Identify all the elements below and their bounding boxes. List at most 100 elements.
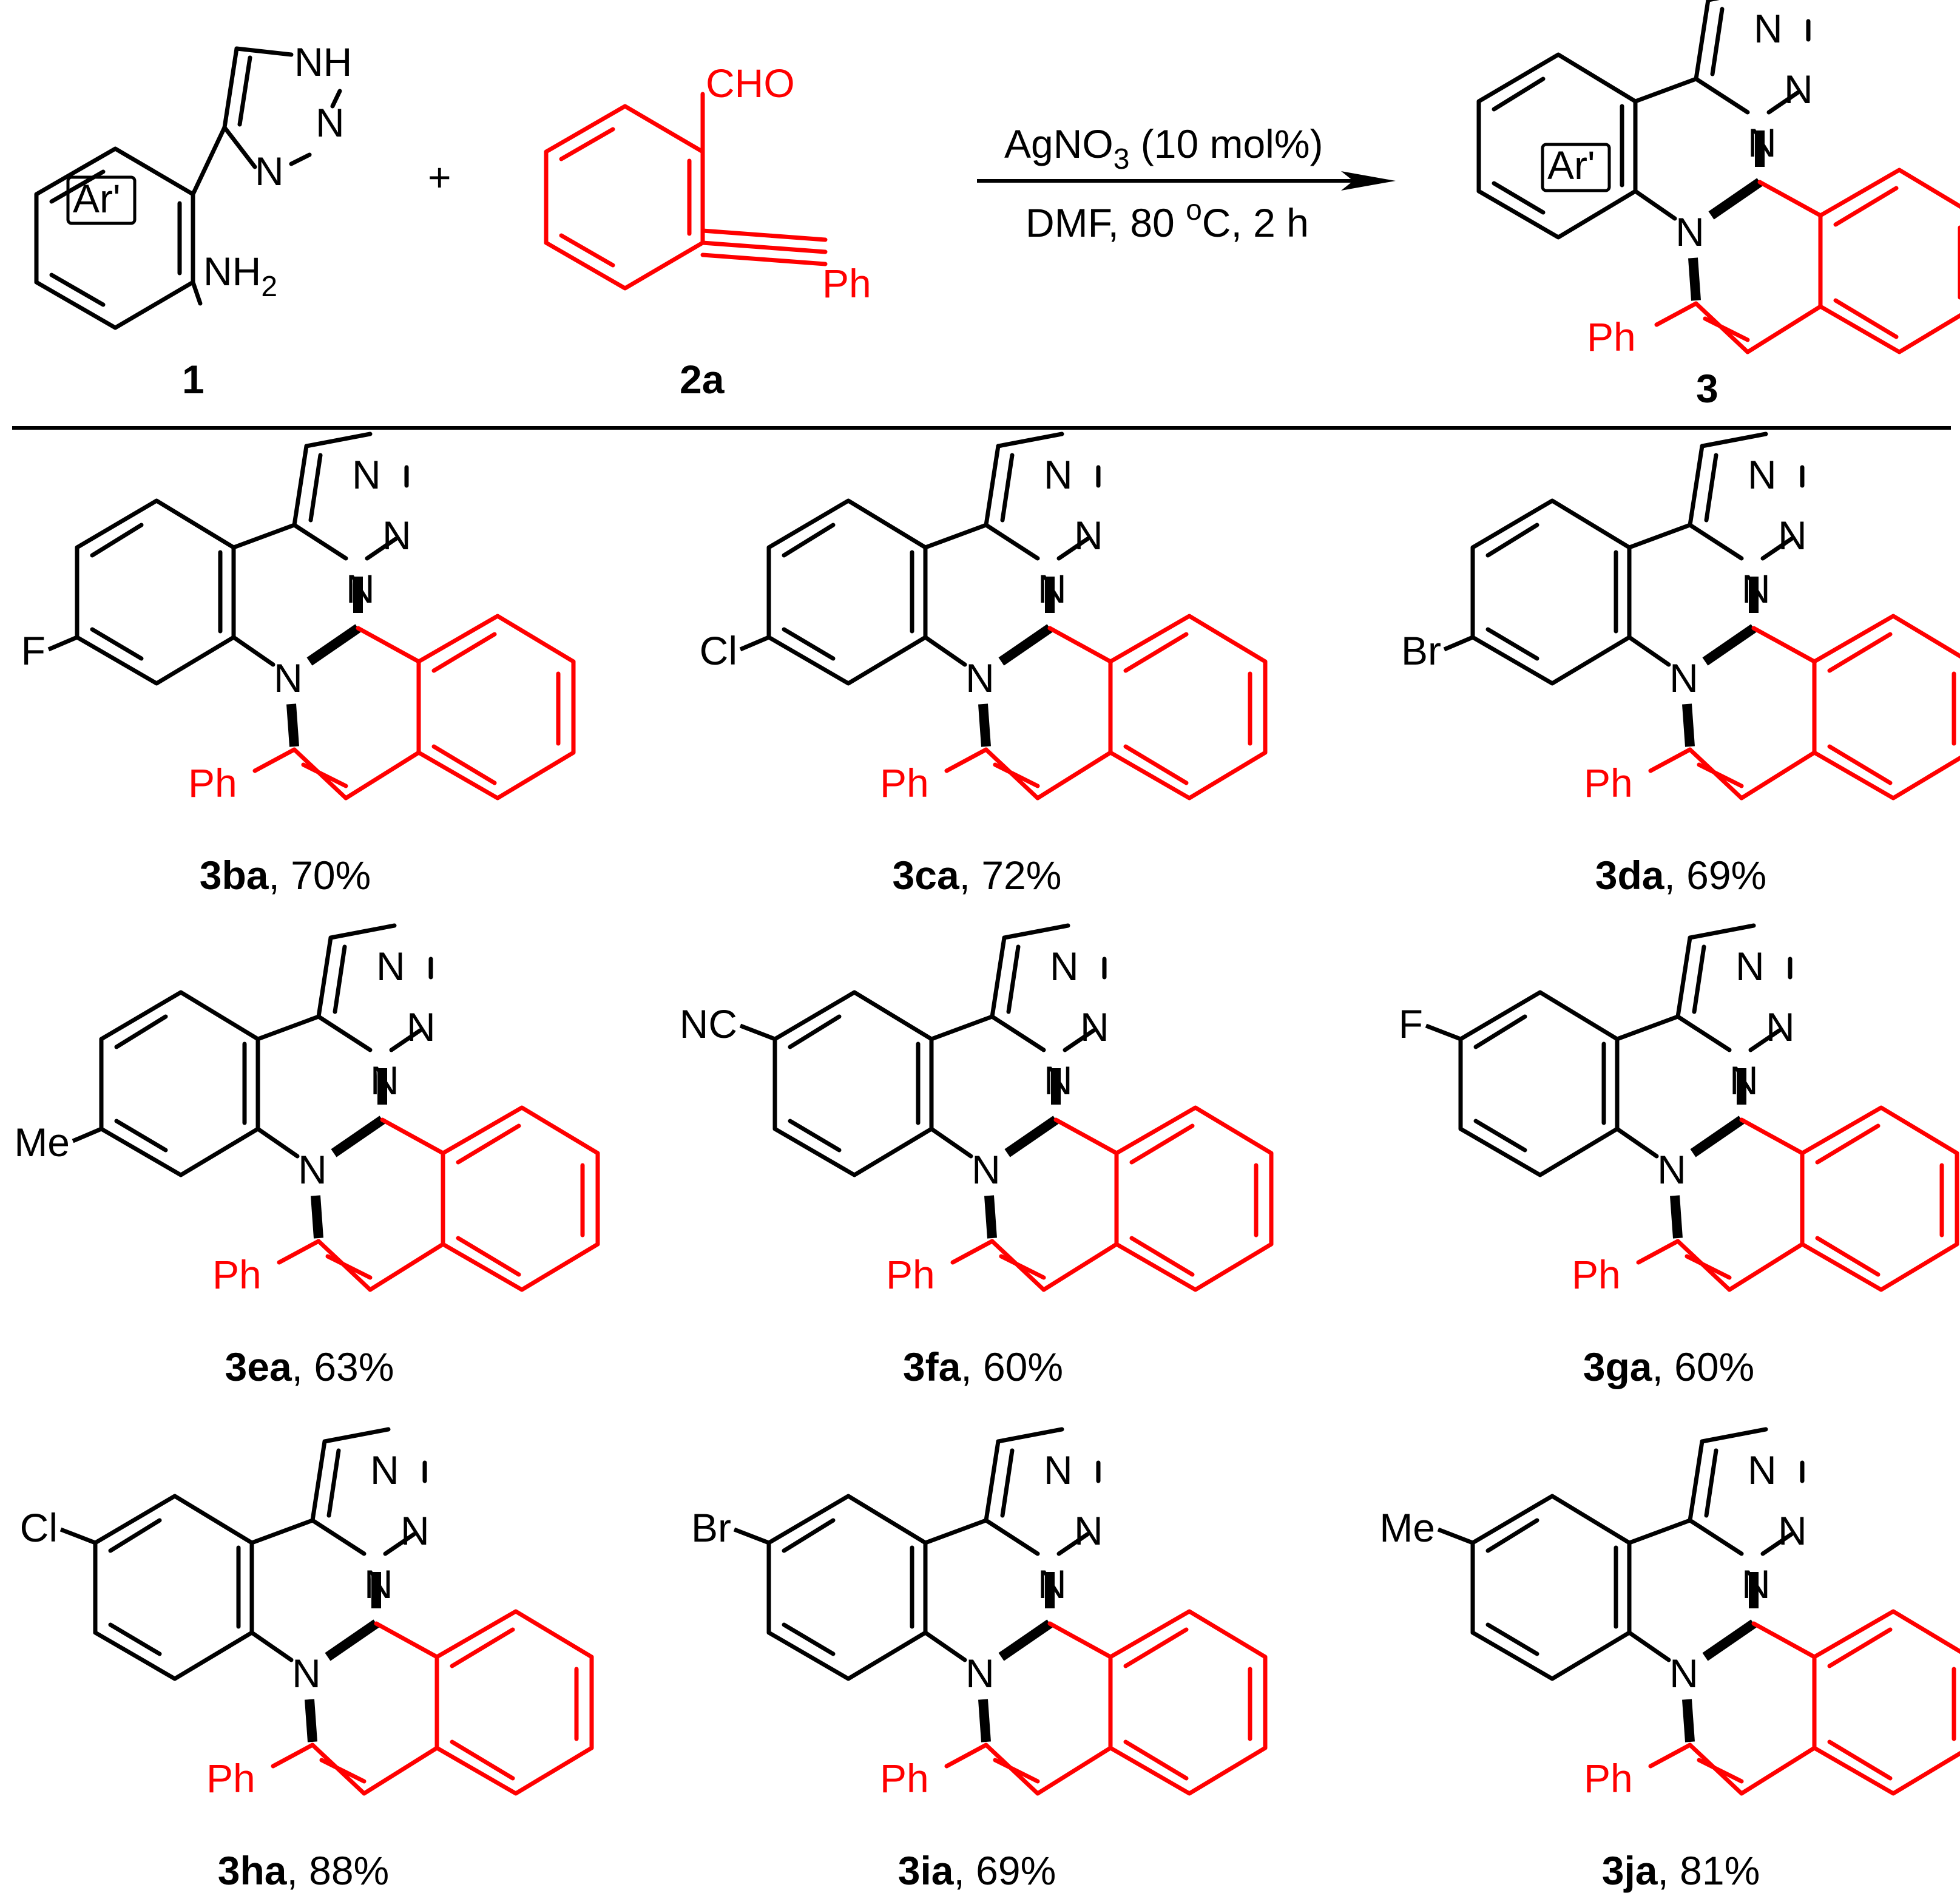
compound-skeleton [1473,1429,1960,1793]
ring-label-ar: Ar' [73,176,121,221]
compound-skeleton [1473,434,1960,798]
product-3: N N N N Ar' Ph 3 [1479,0,1960,411]
ring-n-label: N [1657,1147,1686,1192]
compound-id: 3ga [1583,1344,1653,1389]
ring-n-label: N [965,655,995,700]
compound-skeleton [775,926,1271,1290]
alkyne-ph-label: Ph [822,261,871,306]
compound-id: 3ja [1602,1848,1658,1893]
triazole-n-label-2: N [1074,1508,1103,1553]
compound-id-2a: 2a [680,357,725,402]
phenyl-label: Ph [188,760,237,805]
substituent-label: Me [1379,1505,1435,1550]
compound-caption: 3ba, 70% [200,853,371,898]
compound-skeleton [769,1429,1265,1793]
triazole-n-label-2: N [407,1004,436,1049]
substituent-bond [47,635,78,652]
triazole-n-label-2: N [255,149,284,194]
triazole-n-label-1: N [1044,452,1073,497]
plus-sign: + [428,155,451,200]
product-ph-label: Ph [1587,314,1636,359]
compound-yield: , 72% [959,853,1062,898]
compound-skeleton [77,434,573,798]
compound-caption: 3ga, 60% [1583,1344,1755,1389]
conditions-label: DMF, 80 oC, 2 h [1026,194,1309,245]
phenyl-label: Ph [886,1252,935,1297]
triazole-n-label-3: N [1729,1058,1759,1103]
substituent-bond [1425,1023,1462,1041]
substituent-bond [739,635,770,652]
phenyl-label: Ph [1584,1756,1633,1801]
compound-id: 3ia [898,1848,955,1893]
triazole-n-label-1: N [1044,1448,1073,1492]
substituent-bond [739,1023,776,1041]
compound-id: 3ha [218,1848,288,1893]
substituent-bond [1443,635,1474,652]
phenyl-label: Ph [1572,1252,1621,1297]
compound-caption: 3fa, 60% [903,1344,1063,1389]
substituent-label: F [1399,1001,1423,1046]
compound-yield: , 70% [268,853,371,898]
product-n-3: N [1748,120,1777,165]
catalyst-label: AgNO3 (10 mol%) [1004,121,1323,175]
triazole-n-label-1: N [1050,944,1079,989]
compound-yield: , 60% [1652,1344,1754,1389]
compound-skeleton [1461,926,1957,1290]
compound-yield: , 69% [1664,853,1766,898]
compound-caption: 3da, 69% [1595,853,1767,898]
compound-caption: 3ea, 63% [225,1344,394,1389]
substituent-label: Cl [700,628,737,673]
triazole-n-label-1: N [352,452,381,497]
reactant-1: Ar' NH N N NH2 1 [34,39,352,402]
compound-id: 3da [1595,853,1665,898]
triazole-n-label-1: N [316,100,345,145]
phenyl-label: Ph [1584,760,1633,805]
compound-id: 3fa [903,1344,962,1389]
compound-skeleton [101,926,598,1290]
reactant-2a: CHO Ph 2a [544,61,871,402]
compound-skeleton [95,1429,592,1793]
substituent-bond [733,1527,770,1545]
compound-id-1: 1 [182,357,204,402]
triazole-n-label-1: N [1748,452,1777,497]
phenyl-label: Ph [880,760,929,805]
triazole-n-label-3: N [1742,566,1771,611]
compound-yield: , 81% [1657,1848,1760,1893]
ring-n-label: N [1669,1651,1698,1696]
triazole-n-label-3: N [346,566,375,611]
ring-n-label: N [1669,655,1698,700]
triazole-n-label-1: N [370,1448,399,1492]
triazole-n-label-3: N [1038,1562,1067,1607]
phenyl-label: Ph [212,1252,262,1297]
triazole-n-label-1: N [1735,944,1765,989]
compound-id: 3ba [200,853,269,898]
substituent-label: Me [14,1120,70,1165]
triazole-n-label-2: N [382,513,411,558]
product-ring-label: Ar' [1547,143,1595,188]
triazole-n-label-3: N [1742,1562,1771,1607]
substituent-bond [72,1126,103,1143]
triazole-n-label-3: N [364,1562,393,1607]
triazole-n-label-3: N [1038,566,1067,611]
triazole-n-label-3: N [370,1058,399,1103]
triazole-n-label-2: N [1074,513,1103,558]
triazole-n-label-1: N [1748,1448,1777,1492]
compound-id: 3ea [225,1344,292,1389]
substituent-label: NC [680,1001,737,1046]
ring-label-box [66,175,137,225]
compound-caption: 3ja, 81% [1602,1848,1760,1893]
compound-yield: , 63% [292,1344,394,1389]
ring-n-label: N [965,1651,995,1696]
compound-caption: 3ha, 88% [218,1848,390,1893]
ring-n-label: N [274,655,303,700]
product-n-1: N [1754,6,1783,51]
amine-label: NH2 [203,249,277,303]
reaction-arrow: AgNO3 (10 mol%) DMF, 80 oC, 2 h [977,121,1396,245]
compound-skeleton [769,434,1265,798]
